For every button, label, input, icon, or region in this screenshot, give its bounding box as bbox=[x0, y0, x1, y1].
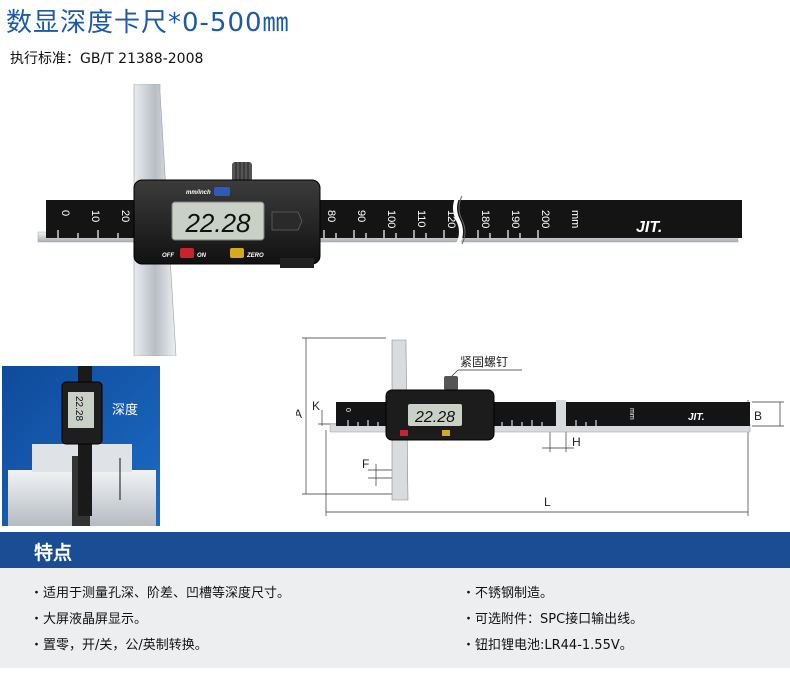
on-off-button[interactable] bbox=[180, 248, 194, 258]
mode-button[interactable] bbox=[214, 187, 230, 196]
standard-text: 执行标准：GB/T 21388-2008 bbox=[10, 51, 204, 67]
depth-label: 深度 bbox=[112, 402, 138, 417]
diagram-unit: mm bbox=[628, 408, 635, 420]
off-label: OFF bbox=[162, 253, 174, 259]
dim-f: F bbox=[362, 457, 369, 471]
screw-label: 紧固螺钉 bbox=[460, 355, 508, 369]
usage-photo: 22.28 深度 bbox=[2, 366, 160, 526]
scale-label: 200 bbox=[539, 210, 551, 228]
scale-label: 100 bbox=[385, 210, 397, 228]
dim-k: K bbox=[312, 399, 320, 413]
dim-b: B bbox=[754, 409, 762, 423]
feature-item: ・适用于测量孔深、阶差、凹槽等深度尺寸。 bbox=[30, 586, 291, 601]
dim-h: H bbox=[572, 435, 581, 449]
dim-l: L bbox=[544, 495, 551, 509]
dim-a: A bbox=[296, 407, 302, 421]
scale-label: 90 bbox=[355, 210, 367, 222]
diagram-brand: JIT. bbox=[688, 412, 704, 423]
scale-label: 190 bbox=[509, 210, 521, 228]
feature-item: ・大屏液晶屏显示。 bbox=[30, 612, 148, 627]
zero-button[interactable] bbox=[230, 248, 244, 258]
diagram-lcd-reading: 22.28 bbox=[414, 409, 455, 426]
lcd-reading: 22.28 bbox=[184, 208, 251, 238]
scale-ticks bbox=[57, 230, 539, 238]
diagram-scale-zero: 0 bbox=[344, 408, 351, 412]
zero-label: ZERO bbox=[246, 253, 264, 259]
brand-logo: JIT. bbox=[636, 219, 662, 236]
features-list: ・适用于测量孔深、阶差、凹槽等深度尺寸。 ・大屏液晶屏显示。 ・置零，开/关，公… bbox=[0, 568, 790, 668]
on-label: ON bbox=[197, 253, 207, 259]
scale-label: 110 bbox=[415, 210, 427, 228]
feature-item: ・不锈钢制造。 bbox=[462, 586, 554, 601]
mode-button-label: mm/inch bbox=[186, 190, 211, 196]
scale-label: 180 bbox=[479, 210, 491, 228]
feature-item: ・钮扣锂电池:LR44-1.55V。 bbox=[462, 638, 633, 653]
scale-label: 80 bbox=[325, 210, 337, 222]
feature-item: ・置零，开/关，公/英制转换。 bbox=[30, 638, 208, 653]
unit-label: mm bbox=[569, 210, 581, 228]
photo-lcd-reading: 22.28 bbox=[73, 396, 84, 421]
dimension-diagram: 0 mm JIT. 22.28 A K F B H L 紧固螺钉 bbox=[296, 337, 784, 516]
features-header: 特点 bbox=[0, 532, 790, 568]
features-title: 特点 bbox=[34, 542, 73, 564]
page-title: 数显深度卡尺*0-500㎜ bbox=[6, 8, 290, 38]
scale-label: 0 bbox=[59, 210, 71, 216]
scale-label: 10 bbox=[89, 210, 101, 222]
feature-item: ・可选附件：SPC接口输出线。 bbox=[462, 612, 644, 627]
scale-label: 20 bbox=[119, 210, 131, 222]
product-image: 0 10 20 80 90 100 110 120 180 190 200 mm… bbox=[37, 84, 742, 356]
